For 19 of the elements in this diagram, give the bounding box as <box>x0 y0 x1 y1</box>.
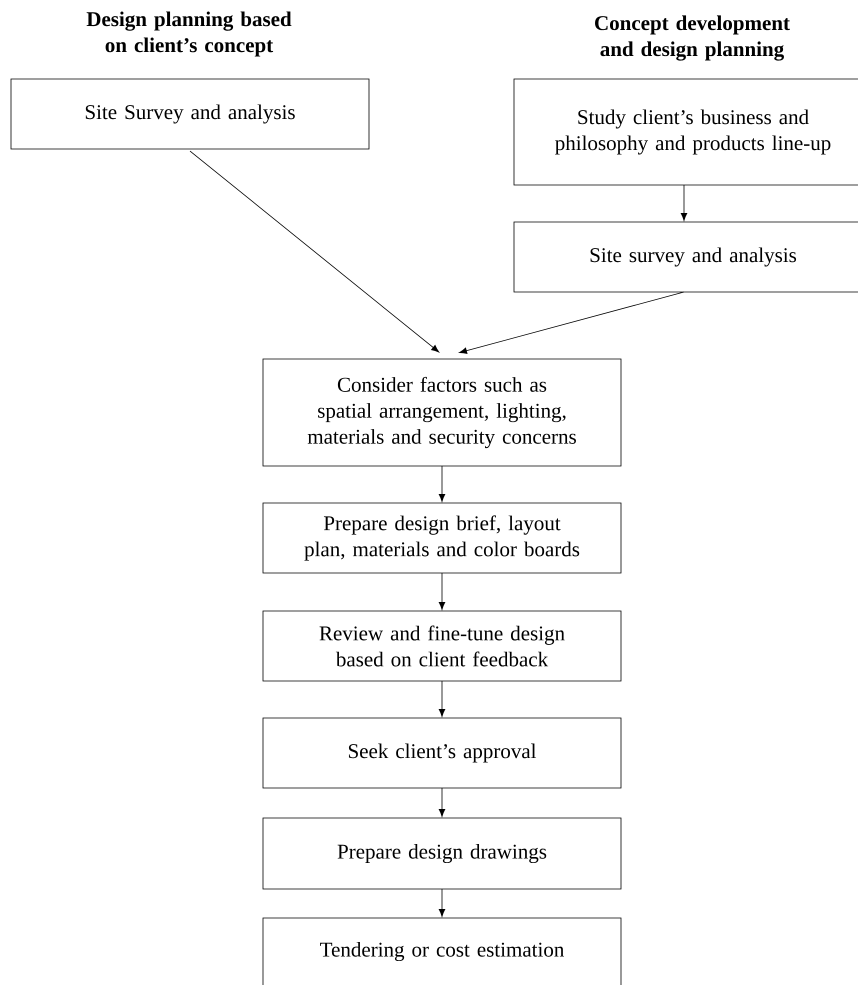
process-box: Consider factors such as spatial arrangement, lighting, materials and security concerns <box>262 358 622 466</box>
arrow <box>438 680 446 717</box>
column-heading: Concept development and design planning <box>595 15 790 61</box>
process-box: Study client’s business and philosophy and products line-up <box>514 78 858 186</box>
process-box: Site Survey and analysis <box>10 78 370 150</box>
process-box: Review and fine-tune design based on client feedback <box>262 610 622 682</box>
arrow <box>459 292 684 354</box>
process-box: Seek client’s approval <box>262 718 622 788</box>
arrow <box>438 888 446 917</box>
arrow <box>438 788 446 817</box>
arrow <box>190 150 440 352</box>
column-heading: Design planning based on client’s concept <box>86 11 292 57</box>
arrow <box>680 184 688 221</box>
arrow <box>438 572 446 610</box>
process-box: Site survey and analysis <box>514 222 858 292</box>
process-box: Prepare design brief, layout plan, materials and color boards <box>262 502 622 574</box>
process-box: Prepare design drawings <box>262 818 622 890</box>
process-box: Tendering or cost estimation <box>262 918 622 985</box>
arrow <box>438 466 446 502</box>
